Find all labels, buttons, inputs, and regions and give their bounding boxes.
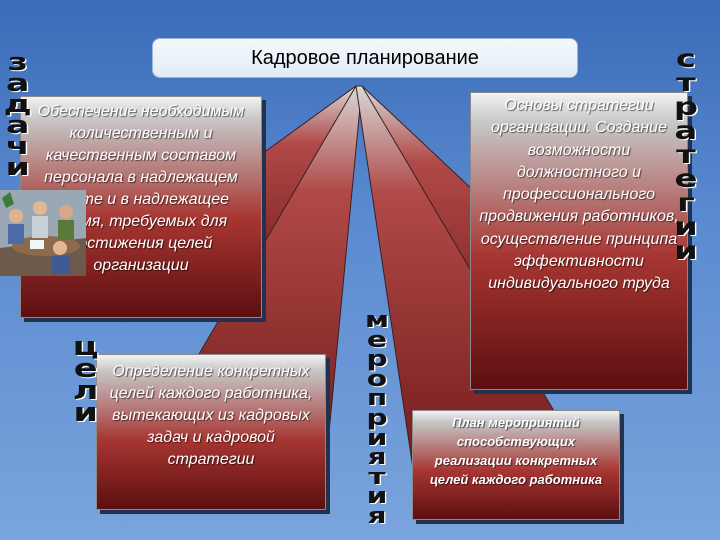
- title-text: Кадровое планирование: [251, 46, 479, 69]
- tasks-text: Обеспечение необходимым количественным и…: [37, 103, 245, 274]
- measures-text: План мероприятий способствующих реализац…: [429, 415, 603, 487]
- office-meeting-clipart: [0, 190, 86, 276]
- goals-text: Определение конкретных целей каждого раб…: [109, 363, 313, 468]
- tasks-box: Обеспечение необходимым количественным и…: [20, 96, 262, 318]
- strategy-box: Основы стратегии организации. Создание в…: [470, 92, 688, 390]
- strategy-text: Основы стратегии организации. Создание в…: [479, 97, 679, 293]
- goals-box: Определение конкретных целей каждого раб…: [96, 354, 326, 510]
- measures-box: План мероприятий способствующих реализац…: [412, 410, 620, 520]
- diagram-title: Кадровое планирование: [152, 38, 578, 78]
